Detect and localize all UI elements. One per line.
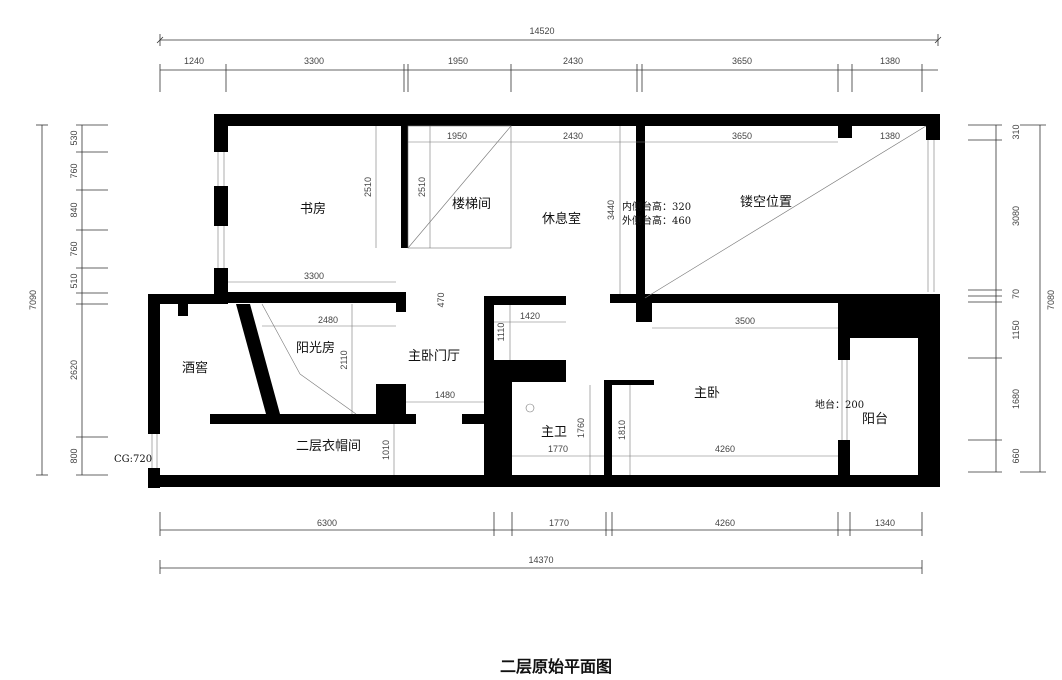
room-lounge: 休息室 — [542, 211, 581, 227]
room-master-bath: 主卫 — [541, 425, 567, 440]
dim-right-total: 7080 — [1046, 290, 1056, 310]
dim-inner-bed-door-h: 1810 — [617, 420, 627, 440]
left-dimensions: 7090 530 760 840 760 510 2620 800 — [28, 124, 108, 476]
dim-inner-void-side: 1380 — [880, 131, 900, 141]
dim-inner-stair-h: 2510 — [417, 177, 427, 197]
dim-left-seg-5: 510 — [69, 273, 79, 288]
dim-left-seg-4: 760 — [69, 241, 79, 256]
dim-inner-bed-top-w: 3500 — [735, 316, 755, 326]
dim-top-seg-3: 1950 — [448, 56, 468, 66]
room-labels: 书房 楼梯间 休息室 镂空位置 酒窖 阳光房 主卧门厅 二层衣帽间 主卫 主卧 … — [182, 195, 888, 454]
dim-inner-bath-h: 1760 — [576, 418, 586, 438]
note-inner-sill: 内侧台高：320 — [622, 200, 691, 213]
dim-inner-bath-top-w: 1420 — [520, 311, 540, 321]
dim-inner-lounge-h: 3440 — [606, 200, 616, 220]
top-dimensions: 14520 1240 3300 1950 2430 3650 1380 — [156, 26, 942, 92]
right-dimensions: 310 3080 70 1150 1680 660 7080 — [968, 124, 1056, 473]
note-cg: CG:720 — [114, 454, 152, 465]
room-sunroom: 阳光房 — [296, 340, 335, 356]
notes: 内侧台高：320 外侧台高：460 地台：200 CG:720 — [114, 200, 864, 465]
dim-right-seg-4: 1150 — [1011, 320, 1021, 339]
dim-inner-bed-w: 4260 — [715, 444, 735, 454]
dim-right-seg-6: 660 — [1011, 448, 1021, 463]
room-balcony: 阳台 — [862, 412, 888, 427]
dim-top-total: 14520 — [529, 26, 554, 36]
dim-bottom-total: 14370 — [528, 555, 553, 565]
dim-left-seg-6: 2620 — [69, 360, 79, 380]
room-study: 书房 — [300, 201, 326, 217]
inner-dimensions: 1950 2430 3650 1380 2510 2510 3440 3300 … — [228, 126, 900, 475]
dim-inner-wall-470: 470 — [436, 292, 446, 307]
dim-inner-study-h: 2510 — [363, 177, 373, 197]
room-cloak: 二层衣帽间 — [296, 438, 361, 454]
dim-left-seg-3: 840 — [69, 202, 79, 217]
dim-bottom-seg-2: 1770 — [549, 518, 569, 528]
dim-inner-bath-top-h: 1110 — [496, 323, 506, 342]
room-master-bed: 主卧 — [694, 386, 720, 401]
walls — [148, 114, 940, 488]
dim-inner-stair-w: 1950 — [447, 131, 467, 141]
dim-bottom-seg-4: 1340 — [875, 518, 895, 528]
dim-inner-hall-w: 1480 — [435, 390, 455, 400]
drawing-title: 二层原始平面图 — [500, 657, 612, 676]
dim-left-seg-1: 530 — [69, 130, 79, 145]
note-floor-sill: 地台：200 — [815, 398, 864, 411]
dim-inner-sun-h: 2110 — [339, 350, 349, 369]
dim-inner-lounge-w: 2430 — [563, 131, 583, 141]
dim-top-seg-6: 1380 — [880, 56, 900, 66]
dim-left-total: 7090 — [28, 290, 38, 310]
dim-left-seg-7: 800 — [69, 448, 79, 463]
dim-bottom-seg-1: 6300 — [317, 518, 337, 528]
dim-right-seg-1: 310 — [1011, 124, 1021, 139]
dim-top-seg-1: 1240 — [184, 56, 204, 66]
note-outer-sill: 外侧台高：460 — [622, 214, 691, 227]
room-void: 镂空位置 — [740, 195, 792, 210]
dim-top-seg-5: 3650 — [732, 56, 752, 66]
dim-top-seg-2: 3300 — [304, 56, 324, 66]
dim-inner-cloak-h: 1010 — [381, 440, 391, 460]
room-wine: 酒窖 — [182, 360, 208, 376]
dim-right-seg-2: 3080 — [1011, 206, 1021, 226]
dim-inner-bath-w: 1770 — [548, 444, 568, 454]
dim-top-seg-4: 2430 — [563, 56, 583, 66]
room-stair: 楼梯间 — [452, 197, 491, 212]
dim-inner-void-w: 3650 — [732, 131, 752, 141]
dim-inner-study-w: 3300 — [304, 271, 324, 281]
dim-left-seg-2: 760 — [69, 163, 79, 178]
windows-and-guides — [151, 125, 935, 468]
room-master-hall: 主卧门厅 — [408, 349, 460, 364]
dim-right-seg-5: 1680 — [1011, 389, 1021, 409]
dim-bottom-seg-3: 4260 — [715, 518, 735, 528]
dim-right-seg-3: 70 — [1011, 289, 1021, 299]
bottom-dimensions: 6300 1770 4260 1340 14370 — [159, 512, 923, 574]
dim-inner-sun-w: 2480 — [318, 315, 338, 325]
